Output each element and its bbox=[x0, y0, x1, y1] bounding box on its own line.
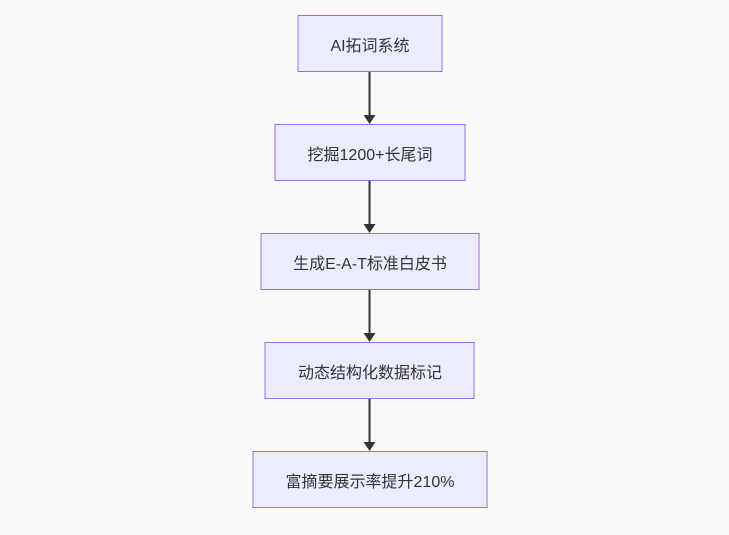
arrow-line bbox=[369, 72, 371, 116]
arrowhead-down-icon bbox=[364, 333, 376, 342]
edge-arrow-4 bbox=[364, 399, 376, 451]
edge-arrow-2 bbox=[364, 181, 376, 233]
arrow-line bbox=[369, 399, 371, 443]
arrowhead-down-icon bbox=[364, 224, 376, 233]
edge-arrow-3 bbox=[364, 290, 376, 342]
flow-node-longtail-mining: 挖掘1200+长尾词 bbox=[274, 124, 466, 181]
arrow-line bbox=[369, 290, 371, 334]
flow-node-structured-data-markup: 动态结构化数据标记 bbox=[264, 342, 475, 399]
arrowhead-down-icon bbox=[364, 115, 376, 124]
flow-node-label: 动态结构化数据标记 bbox=[297, 364, 442, 382]
arrow-line bbox=[369, 181, 371, 225]
flow-node-eat-whitepaper: 生成E-A-T标准白皮书 bbox=[260, 233, 480, 290]
edge-arrow-1 bbox=[364, 72, 376, 124]
flow-node-label: AI拓词系统 bbox=[330, 37, 410, 55]
arrowhead-down-icon bbox=[364, 442, 376, 451]
flowchart: AI拓词系统 挖掘1200+长尾词 生成E-A-T标准白皮书 动态结构化数据标记 bbox=[252, 15, 488, 508]
flow-node-label: 生成E-A-T标准白皮书 bbox=[293, 255, 447, 273]
flow-node-label: 挖掘1200+长尾词 bbox=[307, 146, 433, 164]
flow-node-ai-keyword-system: AI拓词系统 bbox=[297, 15, 443, 72]
flow-node-label: 富摘要展示率提升210% bbox=[285, 473, 455, 491]
flow-node-rich-snippet-lift: 富摘要展示率提升210% bbox=[252, 451, 488, 508]
